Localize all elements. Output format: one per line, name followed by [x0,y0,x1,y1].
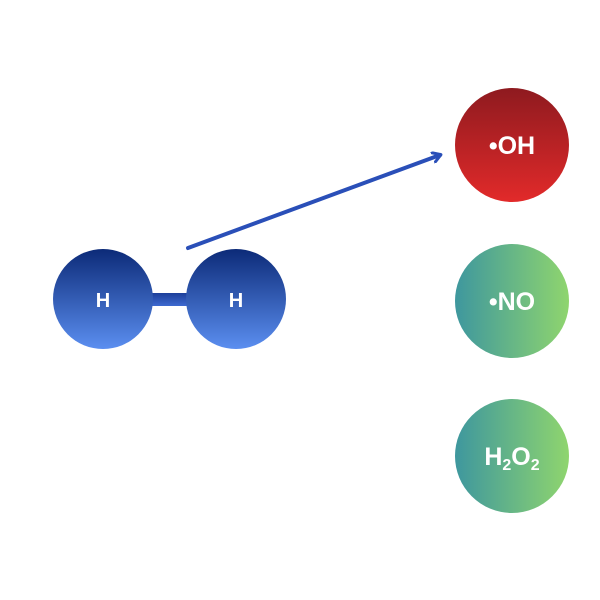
species-h2o2-label: H2O2 [484,443,539,474]
h-h-bond [146,293,192,306]
hydrogen-atom-2 [186,249,286,349]
species-h2o2: H2O2 [455,399,569,513]
species-oh-circle [455,88,569,202]
hydrogen-atom-1 [53,249,153,349]
species-no-circle [455,244,569,358]
species-oh-label: •OH [489,132,535,160]
hydrogen-atom-2-label: H [229,290,243,312]
reaction-arrow [186,155,440,250]
hydrogen-molecule: H H [53,249,286,349]
species-oh: •OH [455,88,569,202]
species-h2o2-circle [455,399,569,513]
species-no: •NO [455,244,569,358]
hydrogen-atom-1-label: H [96,290,110,312]
species-no-label: •NO [489,288,535,316]
